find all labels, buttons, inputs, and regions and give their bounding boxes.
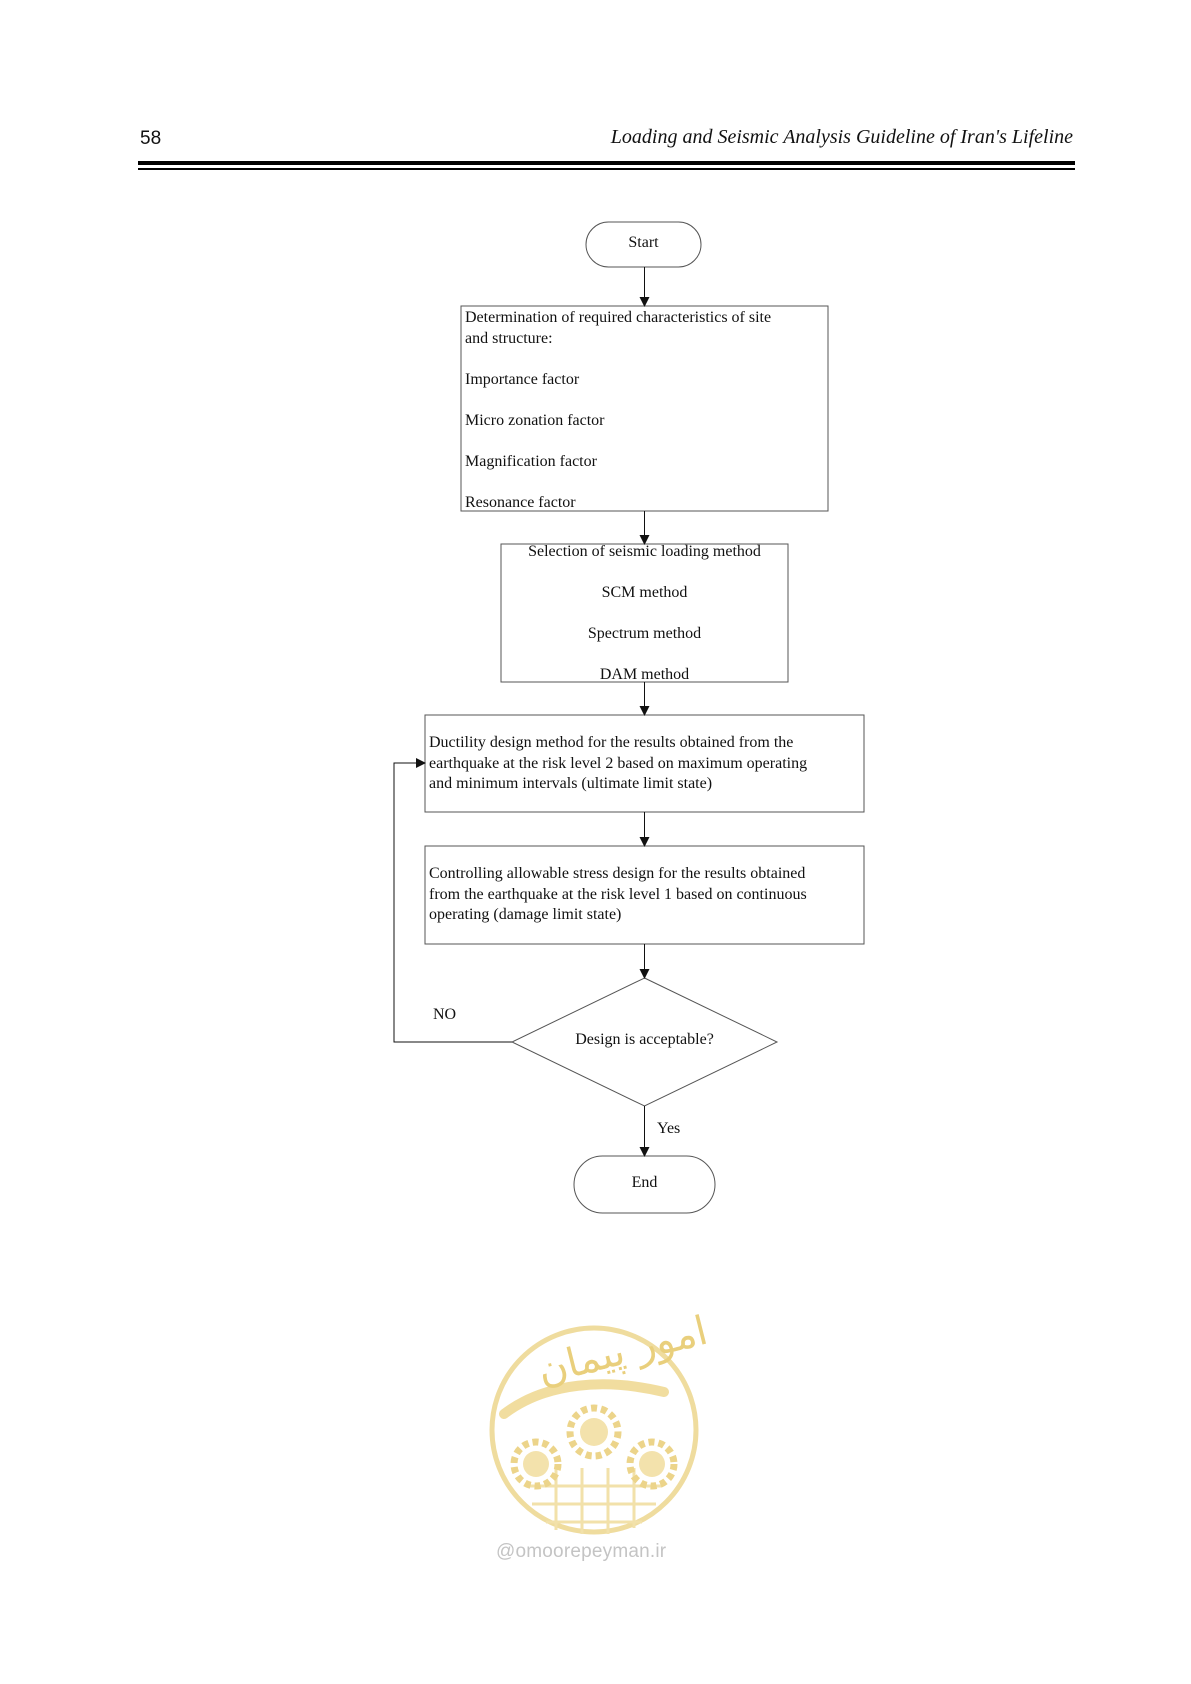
allowable-stress-text: Controlling allowable stress design for …	[429, 864, 863, 926]
allowable-stress-line3: operating (damage limit state)	[429, 906, 622, 923]
ductility-line3: and minimum intervals (ultimate limit st…	[429, 775, 713, 792]
resonance-factor: Resonance factor	[465, 493, 576, 511]
ductility-text: Ductility design method for the results …	[429, 733, 863, 795]
allowable-stress-line2: from the earthquake at the risk level 1 …	[429, 885, 807, 903]
end-label: End	[631, 1174, 658, 1191]
seal-ring	[489, 1325, 699, 1535]
start-terminal	[585, 221, 702, 268]
no-label: NO	[433, 1006, 457, 1023]
header-rule-thick	[138, 161, 1075, 165]
loading-method-text: Selection of seismic loading method SCM …	[501, 542, 788, 686]
characteristics-line2: and structure:	[465, 329, 553, 347]
dam-method: DAM method	[599, 666, 690, 683]
spectrum-method: Spectrum method	[587, 625, 702, 642]
seal-swoosh	[499, 1379, 669, 1419]
watermark-url: @omoorepeyman.ir	[496, 1541, 667, 1562]
seal-gears	[510, 1404, 678, 1490]
header-rule-thin	[138, 168, 1075, 170]
running-title: Loading and Seismic Analysis Guideline o…	[610, 126, 1073, 148]
page-number: 58	[140, 128, 162, 149]
characteristics-text: Determination of required characteristic…	[465, 308, 825, 513]
start-label: Start	[628, 234, 659, 251]
loading-method-title: Selection of seismic loading method	[528, 543, 761, 560]
watermark-seal	[489, 1325, 699, 1535]
importance-factor: Importance factor	[465, 370, 580, 388]
magnification-factor: Magnification factor	[465, 452, 597, 470]
micro-zonation-factor: Micro zonation factor	[465, 411, 605, 429]
yes-label: Yes	[657, 1120, 681, 1137]
scm-method: SCM method	[601, 584, 688, 601]
allowable-stress-line1: Controlling allowable stress design for …	[429, 865, 806, 882]
characteristics-line1: Determination of required characteristic…	[465, 309, 772, 326]
ductility-line1: Ductility design method for the results …	[429, 734, 794, 751]
decision-label: Design is acceptable?	[575, 1031, 714, 1048]
arrow-decision-no-loop	[393, 758, 512, 1043]
seal-grid	[526, 1468, 662, 1534]
ductility-line2: earthquake at the risk level 2 based on …	[429, 754, 808, 772]
